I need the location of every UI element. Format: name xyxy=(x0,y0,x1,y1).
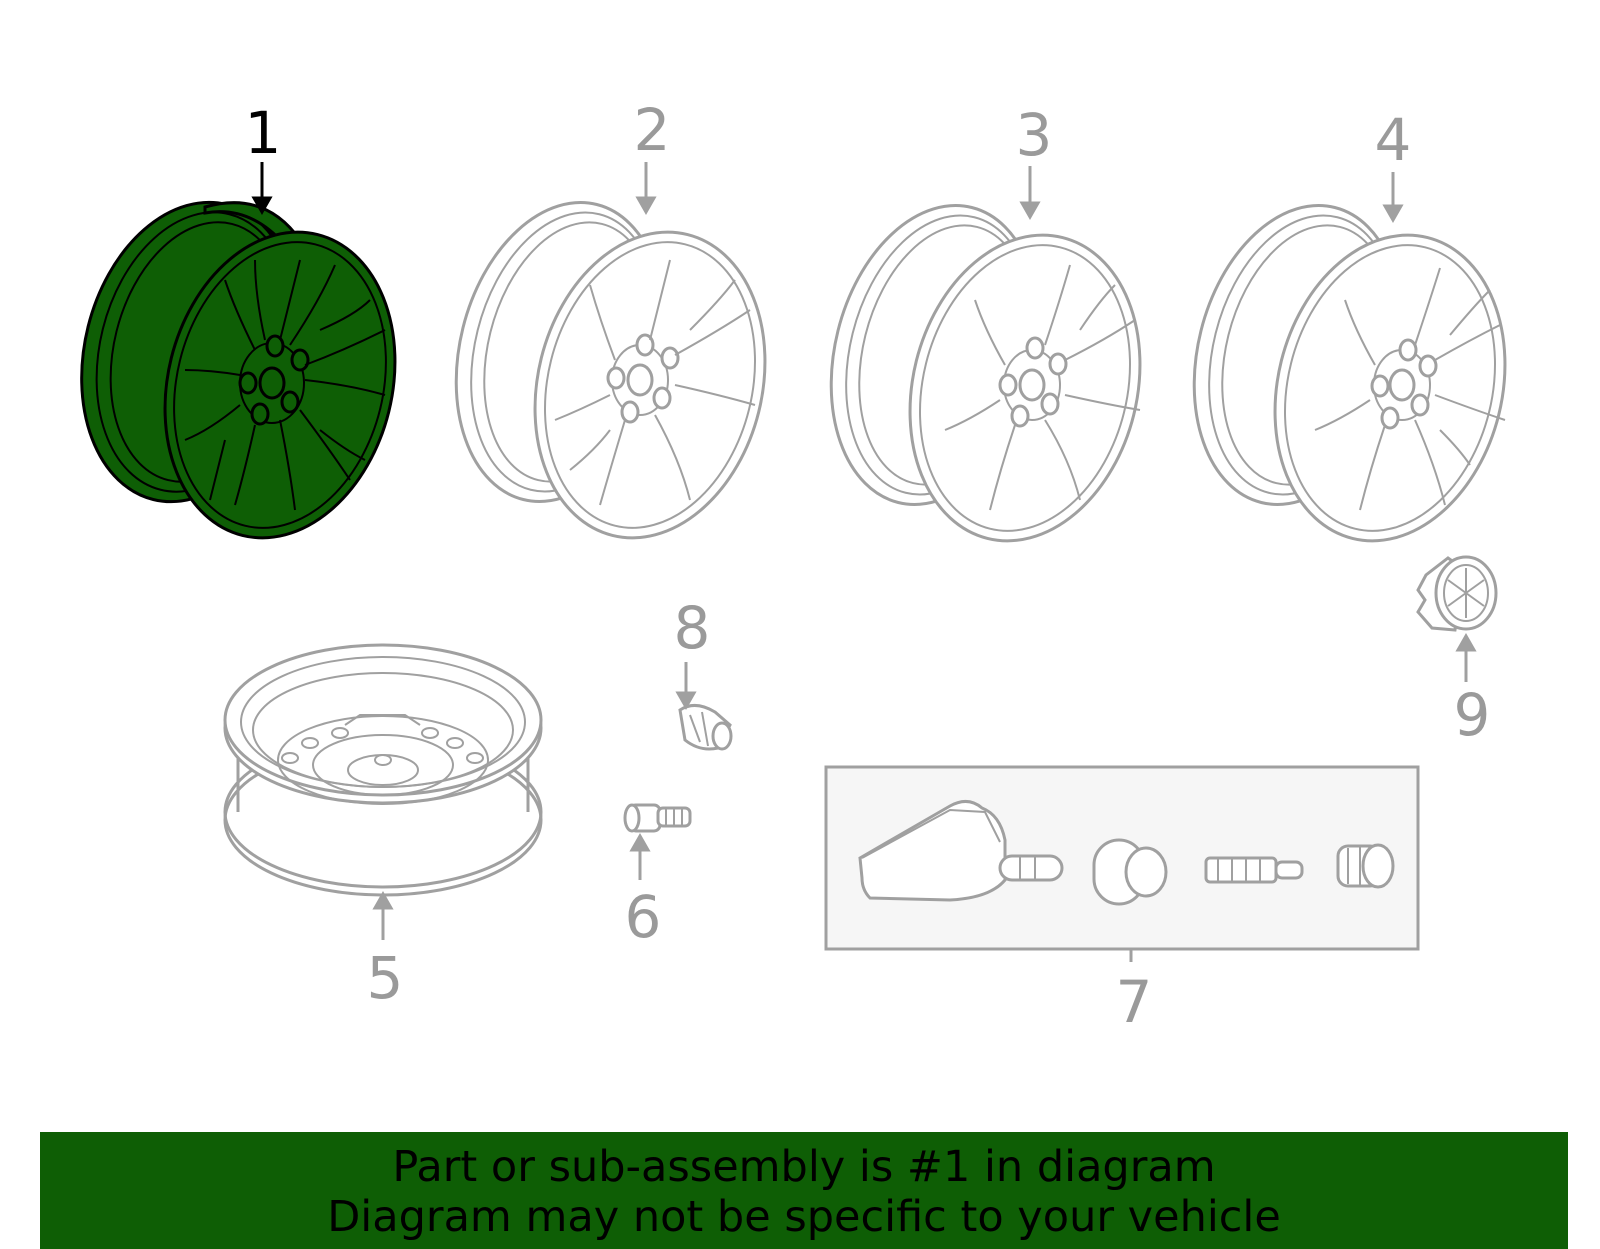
part-5-spare-wheel[interactable] xyxy=(223,643,543,897)
callout-9-arrow xyxy=(1455,632,1477,682)
callout-5[interactable]: 5 xyxy=(367,944,404,1012)
callout-3-arrow xyxy=(1019,166,1041,221)
callout-8[interactable]: 8 xyxy=(674,594,711,662)
callout-4[interactable]: 4 xyxy=(1375,106,1412,174)
callout-6[interactable]: 6 xyxy=(625,883,662,951)
callout-6-arrow xyxy=(629,832,651,880)
part-1-wheel[interactable] xyxy=(51,179,426,562)
part-2-wheel[interactable] xyxy=(426,180,796,562)
callout-1-arrow xyxy=(251,162,273,216)
banner-line-1: Part or sub-assembly is #1 in diagram xyxy=(392,1142,1216,1192)
callout-8-arrow xyxy=(675,662,697,711)
part-7-tpms-kit[interactable] xyxy=(824,765,1420,951)
callout-1[interactable]: 1 xyxy=(245,99,282,167)
part-3-wheel[interactable] xyxy=(801,183,1171,565)
callout-4-arrow xyxy=(1382,172,1404,224)
callout-5-arrow xyxy=(372,890,394,940)
part-4-wheel[interactable] xyxy=(1164,183,1536,565)
part-9-center-cap[interactable] xyxy=(1416,555,1498,632)
part-8-lug-nut[interactable] xyxy=(678,704,733,751)
callout-3[interactable]: 3 xyxy=(1016,101,1053,169)
callout-2[interactable]: 2 xyxy=(634,96,671,164)
callout-7[interactable]: 7 xyxy=(1116,968,1153,1036)
info-banner: Part or sub-assembly is #1 in diagram Di… xyxy=(40,1132,1568,1249)
part-6-valve-stem[interactable] xyxy=(623,803,692,833)
callout-9[interactable]: 9 xyxy=(1454,681,1491,749)
callout-2-arrow xyxy=(635,162,657,216)
banner-line-2: Diagram may not be specific to your vehi… xyxy=(327,1192,1281,1242)
